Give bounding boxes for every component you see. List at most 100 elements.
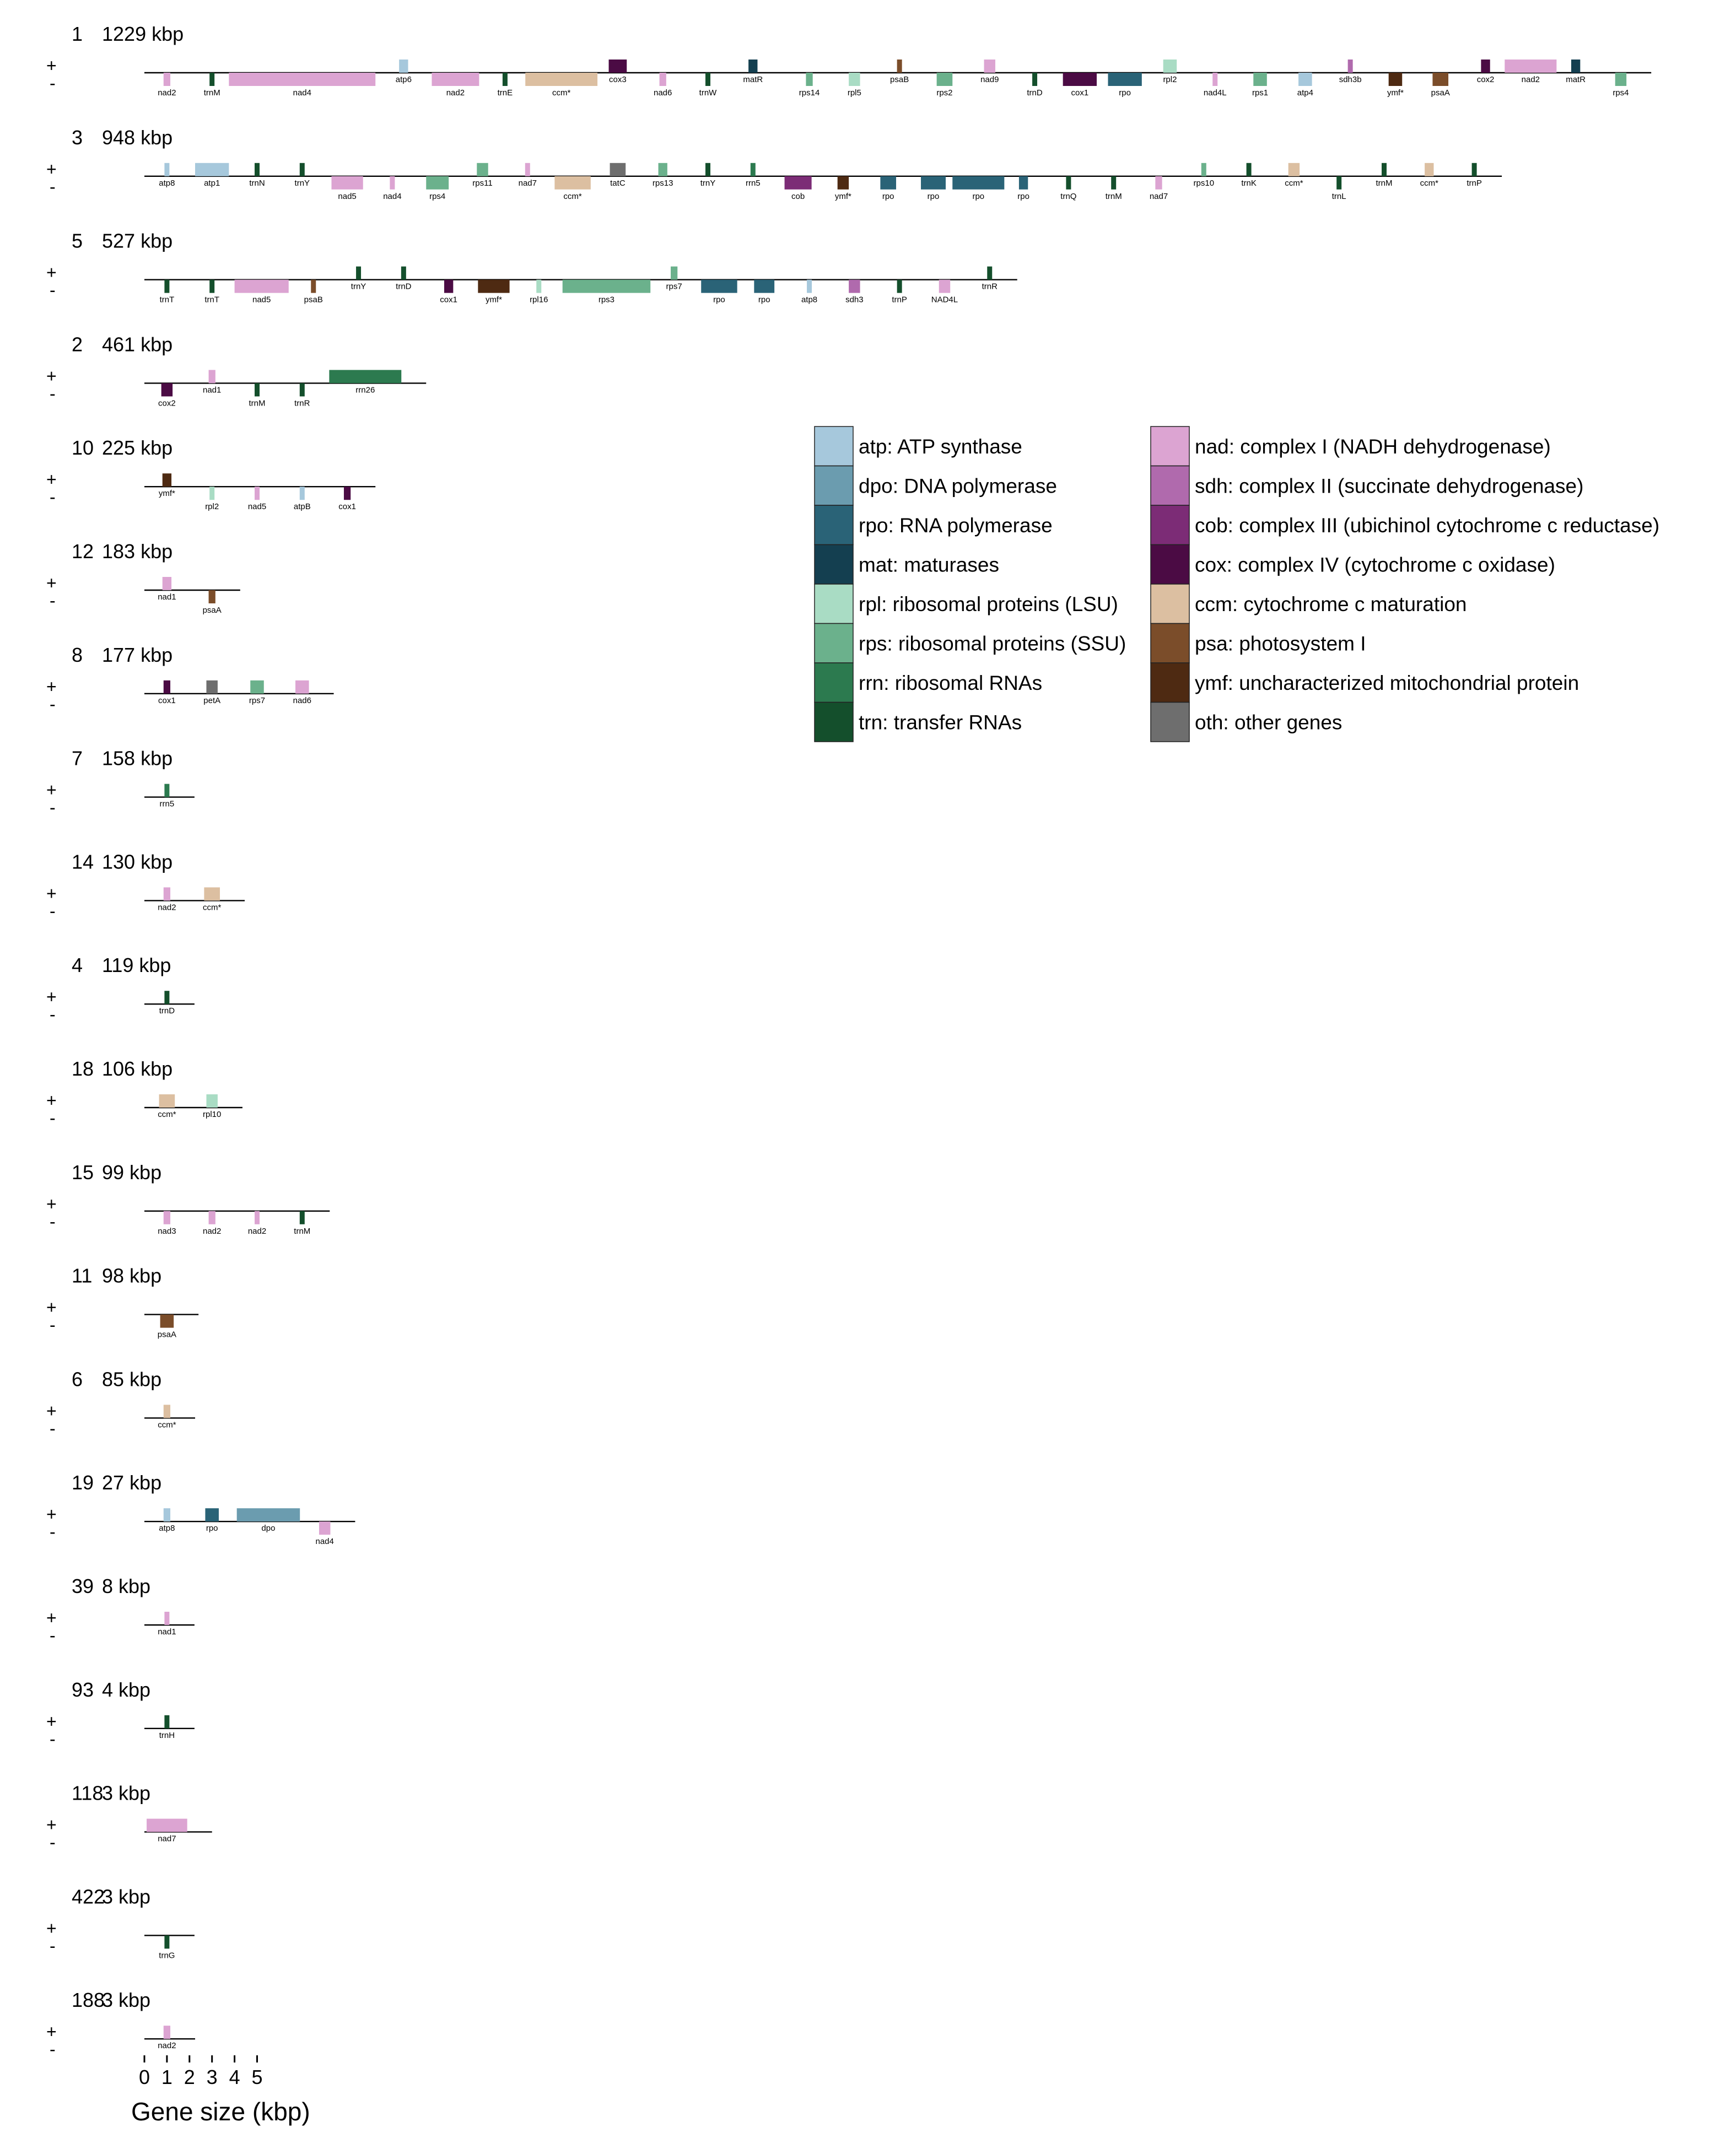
strand-minus-label: -	[50, 1418, 56, 1438]
gene-label: psaA	[158, 1330, 176, 1340]
gene-rps-box	[1615, 73, 1627, 86]
legend-swatch-nad	[1150, 426, 1190, 467]
gene-label: nad1	[158, 592, 176, 602]
contig-id: 19	[72, 1471, 94, 1494]
contig-size: 527 kbp	[102, 230, 172, 252]
gene-label: trnD	[1027, 88, 1043, 98]
gene-rpl-box	[1163, 60, 1177, 73]
strand-minus-label: -	[50, 1522, 56, 1542]
gene-label: trnT	[160, 295, 175, 305]
gene-label: ccm*	[1420, 179, 1438, 188]
contig-id: 18	[72, 1057, 94, 1080]
contig-id: 1	[72, 23, 83, 45]
strand-minus-label: -	[50, 1833, 56, 1853]
legend-label-rrn: rrn: ribosomal RNAs	[859, 672, 1042, 694]
strand-plus-label: +	[46, 987, 57, 1007]
gene-nad-box	[319, 1521, 331, 1535]
strand-plus-label: +	[46, 573, 57, 593]
gene-nad-box	[295, 680, 309, 694]
gene-atp-box	[807, 279, 812, 293]
gene-trn-box	[1471, 163, 1477, 176]
gene-label: nad1	[158, 1627, 176, 1637]
gene-trn-box	[705, 73, 710, 86]
legend-label-rpo: rpo: RNA polymerase	[859, 514, 1053, 537]
gene-label: psaA	[1431, 88, 1450, 98]
gene-label: nad3	[158, 1227, 176, 1236]
gene-label: nad9	[980, 75, 999, 84]
contig-size: 3 kbp	[102, 1782, 150, 1805]
gene-label: rps4	[429, 192, 445, 201]
gene-label: rps3	[599, 295, 614, 305]
gene-label: nad2	[1522, 75, 1540, 84]
strand-minus-label: -	[50, 280, 56, 300]
gene-label: rps1	[1252, 88, 1268, 98]
gene-label: nad2	[158, 88, 176, 98]
gene-trn-box	[164, 1935, 170, 1949]
contig-id: 8	[72, 644, 83, 666]
strand-plus-label: +	[46, 1815, 57, 1835]
legend-swatch-psa	[1150, 623, 1190, 663]
gene-ccm-box	[159, 1094, 175, 1108]
gene-label: trnL	[1332, 192, 1346, 201]
gene-label: trnD	[159, 1006, 175, 1016]
gene-psa-box	[897, 60, 902, 73]
gene-rpo-box	[701, 279, 737, 293]
legend-label-ccm: ccm: cytochrome c maturation	[1195, 593, 1467, 615]
gene-nad-box	[163, 73, 171, 86]
gene-label: cox1	[440, 295, 457, 305]
legend-label-sdh: sdh: complex II (succinate dehydrogenase…	[1195, 474, 1583, 497]
contig-id: 3	[72, 126, 83, 149]
gene-nad-box	[147, 1818, 187, 1832]
gene-atp-box	[163, 1508, 171, 1522]
gene-rrn-box	[329, 370, 402, 384]
gene-rpo-box	[205, 1508, 219, 1522]
gene-label: trnT	[204, 295, 219, 305]
legend-swatch-sdh	[1150, 465, 1190, 506]
strand-plus-label: +	[46, 1918, 57, 1938]
strand-plus-label: +	[46, 1711, 57, 1731]
gene-label: trnY	[295, 179, 310, 188]
gene-trn-box	[1382, 163, 1387, 176]
gene-sdh-box	[1347, 60, 1353, 73]
scale-title: Gene size (kbp)	[131, 2097, 310, 2126]
legend-swatch-ymf	[1150, 662, 1190, 703]
strand-plus-label: +	[46, 366, 57, 386]
gene-rps-box	[806, 73, 813, 86]
gene-trn-box	[1111, 176, 1117, 190]
strand-minus-label: -	[50, 1005, 56, 1024]
gene-rpl-box	[849, 73, 860, 86]
gene-label: atp1	[204, 179, 220, 188]
strand-minus-label: -	[50, 2039, 56, 2059]
contig-id: 93	[72, 1678, 94, 1701]
contig-id: 12	[72, 540, 94, 563]
gene-label: atp4	[1297, 88, 1313, 98]
gene-ccm-box	[204, 887, 220, 901]
legend-label-rps: rps: ribosomal proteins (SSU)	[859, 632, 1126, 655]
strand-minus-label: -	[50, 1212, 56, 1232]
gene-cox-box	[343, 487, 351, 500]
contig-id: 11	[72, 1265, 92, 1287]
strand-plus-label: +	[46, 1608, 57, 1628]
gene-label: trnK	[1241, 179, 1257, 188]
gene-label: trnH	[159, 1731, 175, 1740]
contig-size: 106 kbp	[102, 1057, 172, 1080]
contig-size: 27 kbp	[102, 1471, 161, 1494]
strand-minus-label: -	[50, 177, 56, 197]
gene-label: trnD	[396, 282, 412, 291]
gene-trn-box	[209, 73, 215, 86]
legend-swatch-oth	[1150, 701, 1190, 742]
contig-size: 225 kbp	[102, 436, 172, 459]
gene-trn-box	[987, 266, 993, 280]
gene-psa-box	[160, 1314, 174, 1328]
gene-rpl-box	[536, 279, 542, 293]
gene-label: trnE	[498, 88, 513, 98]
gene-rpl-box	[209, 487, 215, 500]
gene-label: nad2	[158, 903, 176, 912]
